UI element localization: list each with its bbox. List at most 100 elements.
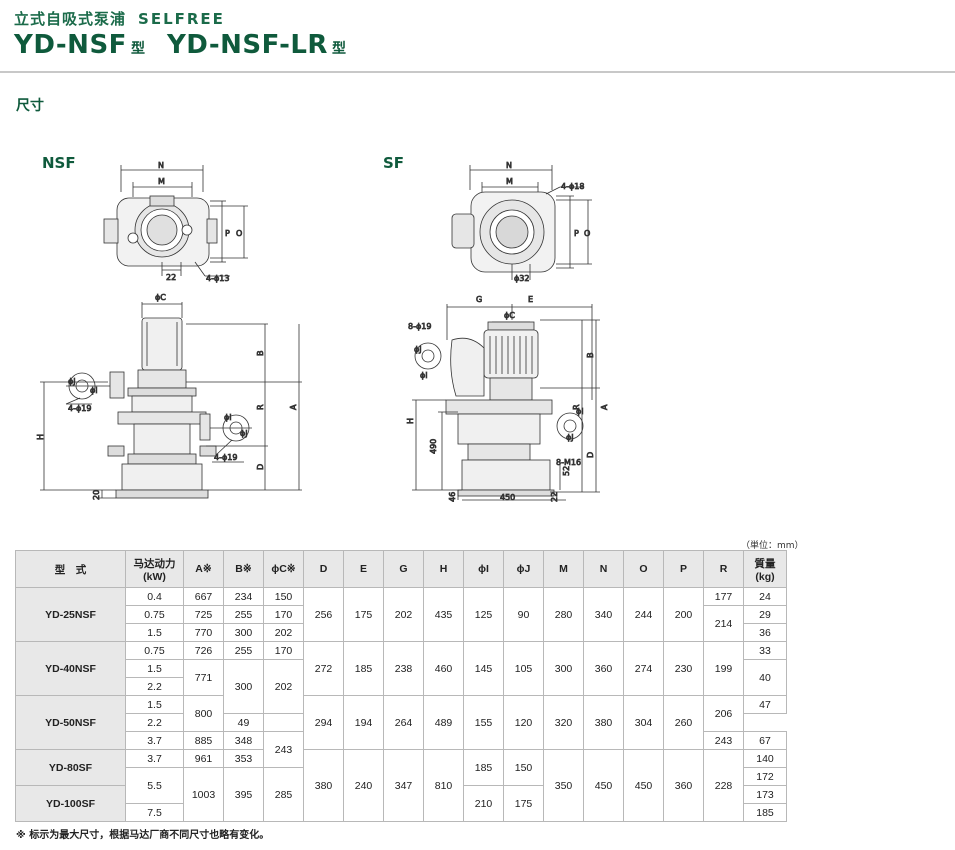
m-cell: 350 — [543, 749, 584, 822]
e-cell: 175 — [343, 587, 384, 642]
power-cell: 2.2 — [125, 677, 184, 696]
nsf-drawing-label: NSF — [42, 154, 76, 172]
g-cell: 264 — [383, 695, 424, 750]
table-row: YD-50NSF 1.5 800 294 194 264 489 155 120… — [15, 695, 787, 750]
h-cell: 810 — [423, 749, 464, 822]
i-cell: 125 — [463, 587, 504, 642]
a-cell: 800 — [183, 695, 224, 732]
d-cell: 380 — [303, 749, 344, 822]
col-J: ϕJ — [503, 550, 544, 588]
sf-dim-m16: 8-M16 — [556, 458, 581, 467]
table-row: 1.5 771 300 202 40 — [16, 659, 787, 714]
a-cell: 771 — [183, 659, 224, 696]
power-cell: 3.7 — [125, 731, 184, 750]
sf-dim-22: 22 — [550, 492, 559, 502]
power-cell: 1.5 — [125, 659, 184, 678]
g-cell: 202 — [383, 587, 424, 642]
col-E: E — [343, 550, 384, 588]
subtitle-cn: 立式自吸式泵浦 — [14, 10, 127, 28]
r-cell: 199 — [703, 641, 744, 696]
col-R: R — [703, 550, 744, 588]
nsf-dim-holes19b: 4-ϕ19 — [214, 453, 237, 462]
col-D: D — [303, 550, 344, 588]
j-cell: 150 — [503, 749, 544, 786]
col-O: O — [623, 550, 664, 588]
nsf-dim-M: M — [158, 177, 165, 186]
power-cell: 1.5 — [125, 623, 184, 642]
d-cell: 256 — [303, 587, 344, 642]
b-cell: 255 — [223, 605, 264, 624]
nsf-dim-N: N — [158, 161, 164, 170]
c-cell: 170 — [263, 605, 304, 624]
n-cell: 380 — [583, 695, 624, 750]
sf-drawing-label: SF — [383, 154, 405, 172]
mass-cell: 140 — [743, 749, 787, 768]
i-cell: 145 — [463, 641, 504, 696]
p-cell: 230 — [663, 641, 704, 696]
r-cell: 228 — [703, 749, 744, 822]
sf-dim-52: 52 — [562, 466, 571, 476]
power-cell: 0.75 — [125, 641, 184, 660]
nsf-dim-phiJ-2: ϕJ — [240, 429, 248, 438]
h-cell: 489 — [423, 695, 464, 750]
d-cell: 294 — [303, 695, 344, 750]
b-cell: 234 — [223, 587, 264, 606]
nsf-dim-phiJ-1: ϕJ — [68, 377, 76, 386]
unit-note: （単位：mm） — [741, 541, 804, 551]
sf-dim-M: M — [506, 177, 513, 186]
col-B: B※ — [223, 550, 264, 588]
power-cell: 5.5 — [125, 767, 184, 804]
e-cell: 194 — [343, 695, 384, 750]
table-row: 2.2 49 — [16, 713, 787, 732]
mass-cell: 49 — [223, 713, 264, 732]
table-row: 7.5 185 — [16, 803, 787, 822]
power-cell: 1.5 — [125, 695, 184, 714]
col-C: ϕC※ — [263, 550, 304, 588]
mass-cell: 24 — [743, 587, 787, 606]
o-cell: 244 — [623, 587, 664, 642]
n-cell: 340 — [583, 587, 624, 642]
b-cell: 395 — [223, 767, 264, 822]
model-suffix-1: 型 — [130, 41, 145, 57]
sf-dim-H: H — [406, 418, 415, 424]
table-row: YD-80SF 3.7 961 353 380 240 347 810 185 … — [15, 749, 787, 822]
nsf-dim-phiC: ϕC — [155, 293, 166, 302]
col-G: G — [383, 550, 424, 588]
sf-dim-O: O — [584, 229, 590, 238]
sf-top-view — [451, 165, 592, 280]
sf-dim-phiJ-2: ϕJ — [566, 433, 574, 442]
sf-dim-holes18: 4-ϕ18 — [561, 182, 584, 191]
mass-cell: 47 — [743, 695, 787, 714]
sf-dim-phiI-1: ϕI — [420, 371, 428, 380]
power-cell: 2.2 — [125, 713, 184, 732]
e-cell: 240 — [343, 749, 384, 822]
d-cell: 272 — [303, 641, 344, 696]
b-cell: 353 — [223, 749, 264, 768]
power-cell: 0.4 — [125, 587, 184, 606]
nsf-top-view — [103, 165, 248, 277]
col-A: A※ — [183, 550, 224, 588]
nsf-dim-20: 20 — [92, 490, 101, 500]
n-cell: 450 — [583, 749, 624, 822]
nsf-side-view — [40, 302, 302, 499]
col-power: 马达动力 (kW) — [125, 550, 184, 588]
dimension-table: 型 式 马达动力 (kW) A※ B※ ϕC※ D E G H ϕI ϕJ M … — [15, 550, 787, 822]
o-cell: 304 — [623, 695, 664, 750]
model-cell: YD-25NSF — [15, 587, 126, 642]
c-cell: 202 — [263, 659, 304, 714]
sf-dim-holes19: 8-ϕ19 — [408, 322, 431, 331]
r-cell: 214 — [703, 605, 744, 642]
r-cell: 177 — [703, 587, 744, 606]
mass-cell: 173 — [743, 785, 787, 804]
p-cell: 200 — [663, 587, 704, 642]
o-cell: 450 — [623, 749, 664, 822]
a-cell: 667 — [183, 587, 224, 606]
mass-cell: 67 — [743, 731, 787, 750]
g-cell: 347 — [383, 749, 424, 822]
g-cell: 238 — [383, 641, 424, 696]
sf-dim-A: A — [600, 404, 609, 410]
sf-dim-N: N — [506, 161, 512, 170]
m-cell: 300 — [543, 641, 584, 696]
col-mass: 質量 (kg) — [743, 550, 787, 588]
e-cell: 185 — [343, 641, 384, 696]
